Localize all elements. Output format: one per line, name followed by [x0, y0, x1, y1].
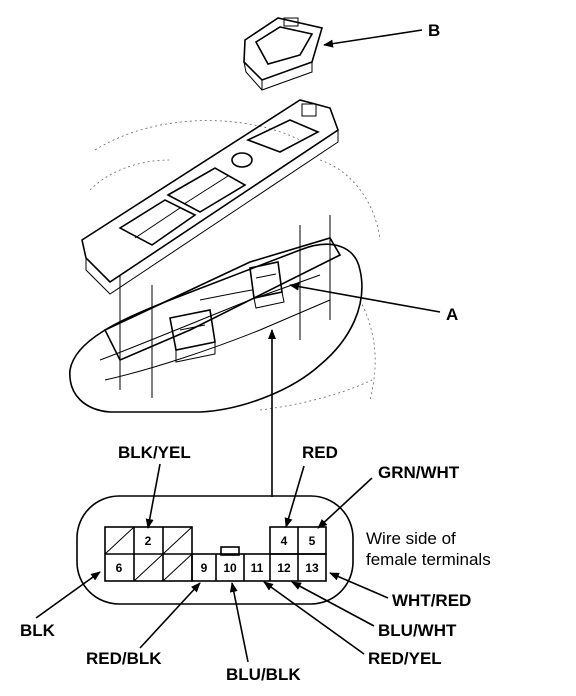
wire-label-red-blk: RED/BLK: [86, 649, 162, 668]
wire-leader-blu-blk: [229, 582, 249, 663]
pin-9: 9: [201, 561, 208, 575]
wire-leader-grn-wht: [317, 477, 373, 529]
callout-a-label: A: [446, 305, 458, 324]
pin-6: 6: [116, 561, 123, 575]
wire-leader-wht-red: [329, 572, 389, 599]
wire-label-blu-blk: BLU/BLK: [226, 665, 301, 684]
connector-caption-line-1: Wire side of: [366, 529, 456, 548]
wire-label-red-yel: RED/YEL: [368, 649, 442, 668]
pin-13: 13: [305, 561, 319, 575]
empty-cavity-1: [104, 526, 135, 555]
door-panel-illustration: [69, 17, 381, 413]
connector-face: 2 4 5 6 9 10 11 12 13: [76, 495, 354, 605]
wire-label-red: RED: [302, 443, 338, 462]
empty-cavity-7: [133, 553, 164, 582]
callout-b-label: B: [428, 21, 440, 40]
pin-12: 12: [277, 561, 291, 575]
wire-leader-blk: [35, 571, 101, 619]
pin-10: 10: [223, 561, 237, 575]
pin-5: 5: [309, 534, 316, 548]
wire-label-wht-red: WHT/RED: [392, 591, 471, 610]
empty-cavity-3: [162, 526, 193, 555]
wire-leader-red: [284, 465, 305, 528]
wire-label-blk-yel: BLK/YEL: [118, 443, 191, 462]
pin-2: 2: [145, 534, 152, 548]
pin-11: 11: [251, 561, 264, 575]
empty-cavity-8: [162, 553, 193, 582]
wire-leader-blk-yel: [145, 463, 161, 529]
wire-label-grn-wht: GRN/WHT: [378, 463, 460, 482]
pin-4: 4: [281, 534, 288, 548]
callout-a-arrow: [289, 282, 441, 313]
wire-leader-red-yel: [263, 581, 365, 655]
callout-b-arrow: [323, 29, 423, 48]
wire-leader-blu-wht: [291, 581, 375, 627]
connector-caption-line-2: female terminals: [366, 550, 491, 569]
wire-label-blu-wht: BLU/WHT: [378, 621, 457, 640]
wire-label-blk: BLK: [20, 621, 56, 640]
wire-leader-red-blk: [139, 582, 201, 649]
